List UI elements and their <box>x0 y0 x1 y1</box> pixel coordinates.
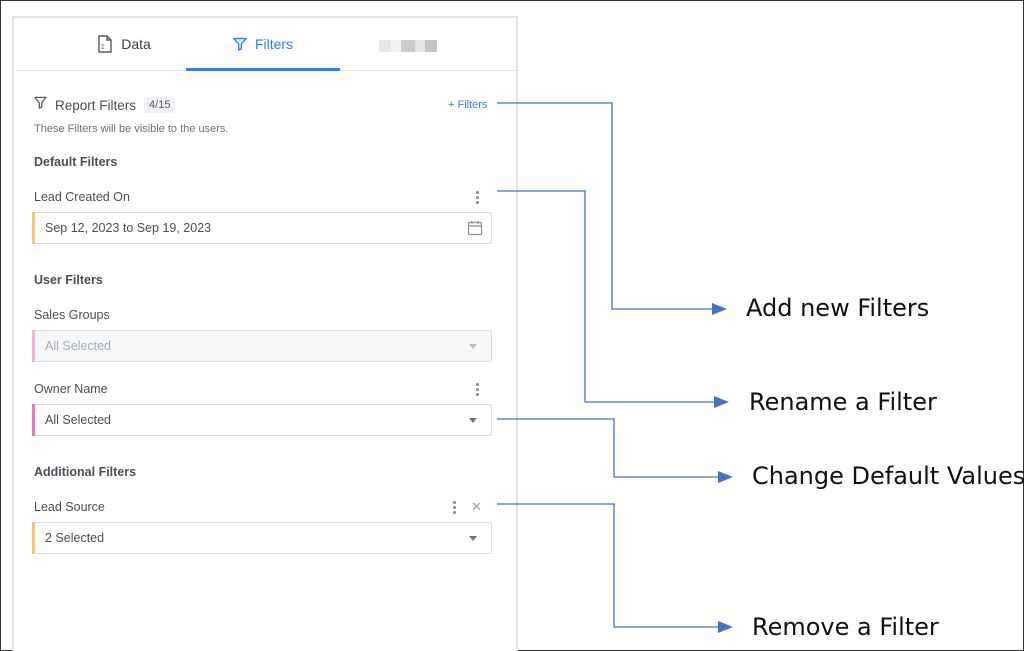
arrowhead-icon <box>718 471 733 483</box>
filters-hint: These Filters will be visible to the use… <box>34 123 229 135</box>
arrowhead-icon <box>714 396 729 408</box>
report-filters-panel: Σ Data Filters Rep <box>12 16 518 651</box>
default-filters-heading: Default Filters <box>34 155 118 169</box>
lead-created-on-label: Lead Created On <box>34 190 130 204</box>
remove-filter-connector <box>497 503 718 628</box>
lead-created-on-menu-icon[interactable] <box>475 191 479 205</box>
sales-groups-select: All Selected <box>32 330 492 362</box>
chevron-down-icon[interactable] <box>469 536 477 541</box>
sales-groups-label: Sales Groups <box>34 308 110 322</box>
tab-filters[interactable]: Filters <box>186 18 340 71</box>
callout-remove-filter: Remove a Filter <box>752 613 939 641</box>
user-filters-heading: User Filters <box>34 273 103 287</box>
funnel-icon <box>34 96 47 114</box>
add-filters-button[interactable]: + Filters <box>448 99 488 111</box>
rename-filter-connector <box>497 190 714 403</box>
blurred-tab[interactable] <box>379 38 451 54</box>
remove-filter-icon[interactable]: ✕ <box>471 499 482 514</box>
additional-filters-heading: Additional Filters <box>34 465 137 479</box>
filter-count-badge: 4/15 <box>144 97 176 113</box>
lead-created-on-date-range[interactable]: Sep 12, 2023 to Sep 19, 2023 <box>32 212 492 244</box>
chevron-down-icon[interactable] <box>469 418 477 423</box>
arrowhead-icon <box>712 303 727 315</box>
svg-text:Σ: Σ <box>101 44 105 51</box>
report-data-icon: Σ <box>97 35 113 53</box>
calendar-icon[interactable] <box>467 220 483 241</box>
arrowhead-icon <box>718 621 733 633</box>
callout-rename-filter: Rename a Filter <box>749 388 937 416</box>
change-values-connector <box>497 418 718 478</box>
lead-source-label: Lead Source <box>34 500 105 514</box>
active-tab-indicator <box>186 68 340 71</box>
add-filters-connector <box>497 102 712 310</box>
report-filters-header: Report Filters 4/15 <box>34 96 176 114</box>
lead-source-value: 2 Selected <box>45 531 105 545</box>
owner-name-select[interactable]: All Selected <box>32 404 492 436</box>
owner-name-label: Owner Name <box>34 382 108 396</box>
field-accent <box>32 404 35 436</box>
funnel-icon <box>233 37 247 51</box>
chevron-down-icon <box>469 344 477 349</box>
field-accent <box>32 522 35 554</box>
lead-source-menu-icon[interactable] <box>452 501 456 515</box>
lead-source-select[interactable]: 2 Selected <box>32 522 492 554</box>
field-accent <box>32 212 35 244</box>
tab-filters-label: Filters <box>254 36 294 52</box>
tab-data-label: Data <box>121 36 151 52</box>
owner-name-menu-icon[interactable] <box>475 383 479 397</box>
tab-data[interactable]: Σ Data <box>54 18 194 70</box>
lead-created-on-value: Sep 12, 2023 to Sep 19, 2023 <box>45 221 212 235</box>
callout-change-default-values: Change Default Values <box>752 462 1024 490</box>
sales-groups-value: All Selected <box>45 339 112 353</box>
field-accent <box>32 330 35 362</box>
tab-bar: Σ Data Filters <box>14 18 516 71</box>
owner-name-value: All Selected <box>45 413 112 427</box>
callout-add-new-filters: Add new Filters <box>746 294 930 322</box>
report-filters-title: Report Filters <box>55 97 137 113</box>
